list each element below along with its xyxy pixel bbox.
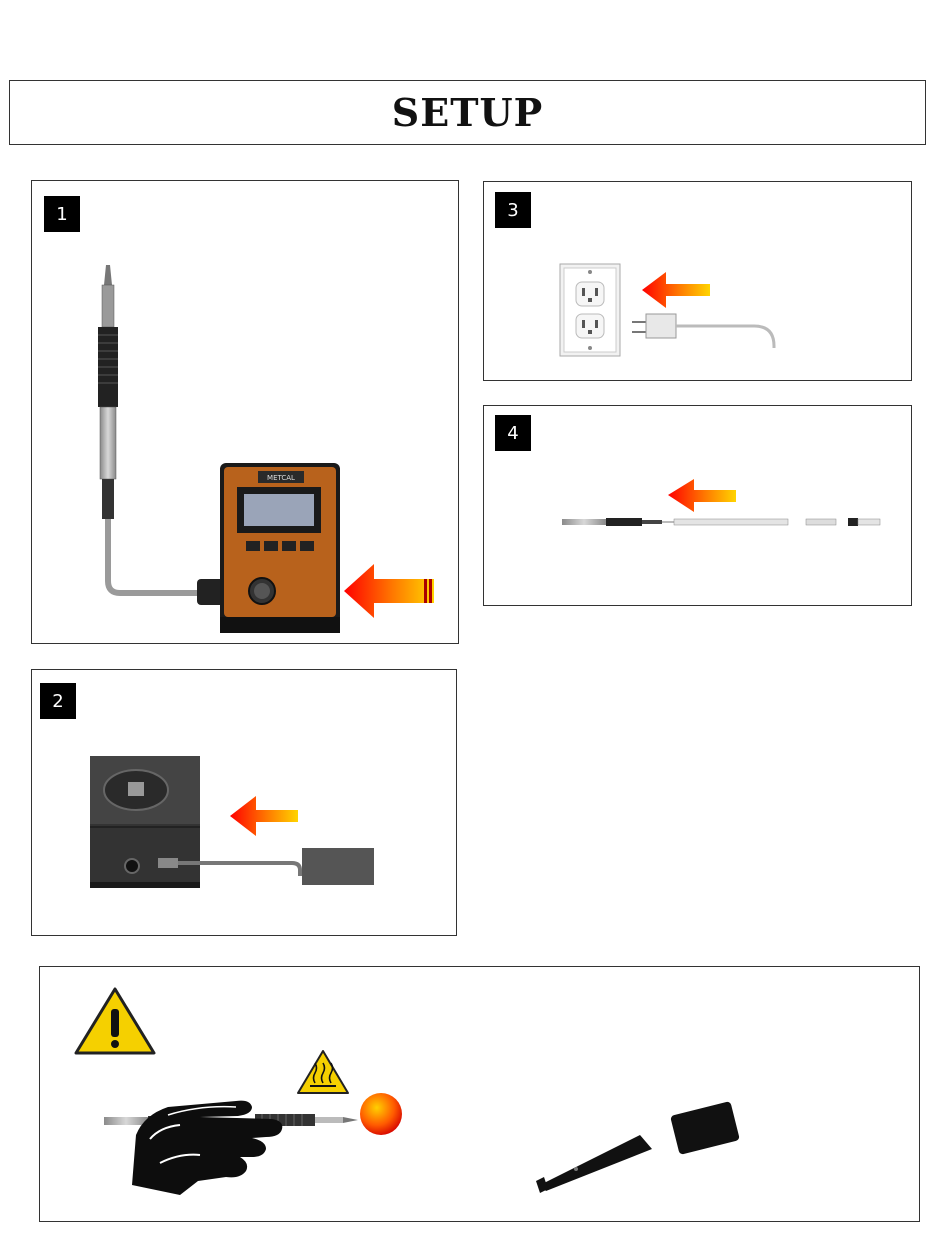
warning-panel — [39, 966, 920, 1222]
page-title: SETUP — [392, 90, 543, 135]
step-3-panel: 3 — [483, 181, 912, 381]
warning-triangle-icon — [76, 989, 154, 1053]
step-2-panel: 2 — [31, 669, 457, 936]
step-1-panel: 1 METCAL — [31, 180, 459, 644]
power-supply-illustration — [32, 670, 458, 937]
station-brand-label: METCAL — [267, 474, 295, 482]
outlet-illustration — [484, 182, 913, 382]
warning-illustration — [40, 967, 921, 1223]
hot-surface-icon — [298, 1051, 348, 1093]
tip-insertion-illustration — [484, 406, 913, 607]
step-4-panel: 4 — [483, 405, 912, 606]
title-box: SETUP — [9, 80, 926, 145]
tip-removal-tool-icon — [536, 1101, 740, 1193]
station-and-iron-illustration: METCAL — [32, 181, 460, 645]
